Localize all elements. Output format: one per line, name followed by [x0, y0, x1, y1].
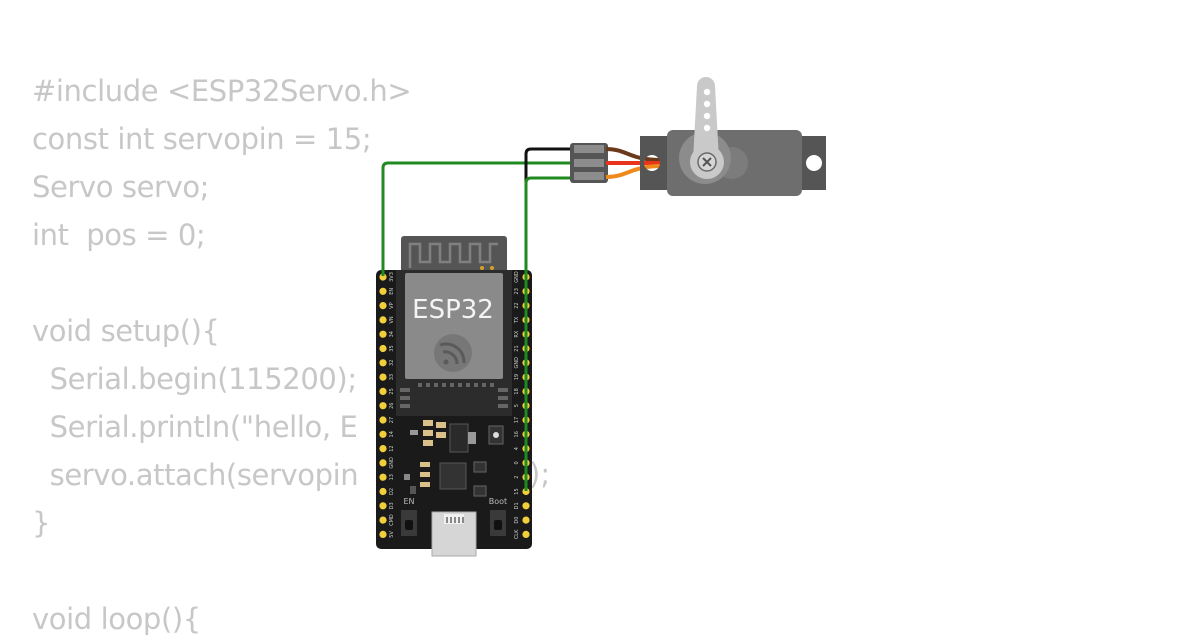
left-pin-gnd[interactable]	[379, 459, 387, 467]
right-pin-label: D0	[514, 517, 520, 524]
left-pin-label: 34	[389, 331, 395, 337]
right-pin-label: GND	[514, 357, 520, 369]
left-pin-d3[interactable]	[379, 502, 387, 510]
right-pin-label: TX	[514, 316, 520, 324]
left-pin-5v[interactable]	[379, 530, 387, 539]
left-pin-cmd[interactable]	[379, 516, 387, 524]
servo-wire-orange	[605, 164, 663, 179]
micro-usb-port[interactable]	[431, 511, 477, 557]
en-button[interactable]	[401, 510, 417, 536]
antenna-trace	[408, 242, 498, 268]
right-pin-label: 18	[514, 388, 520, 394]
left-pin-label: EN	[389, 288, 395, 295]
code-line: servo.attach(servopin	[32, 458, 359, 492]
left-pin-33[interactable]	[379, 373, 387, 381]
left-pin-label: 14	[389, 431, 395, 437]
left-pin-26[interactable]	[379, 402, 387, 410]
right-pin-label: 21	[514, 345, 520, 351]
right-pin-label: D1	[514, 502, 520, 509]
en-label: EN	[403, 497, 414, 506]
code-line: const int servopin = 15;	[32, 122, 372, 156]
right-pin-15[interactable]	[522, 487, 530, 496]
code-line: void setup(){	[32, 314, 220, 348]
right-pin-label: 0	[514, 461, 520, 464]
wire-d15-to-servo-signal	[524, 176, 574, 491]
code-line: Serial.begin(115200);	[32, 362, 357, 396]
right-pin-label: 17	[514, 417, 520, 423]
right-pin-label: 22	[514, 302, 520, 308]
right-pin-label: 23	[514, 288, 520, 294]
left-pin-label: 32	[389, 360, 395, 366]
left-pin-label: 12	[389, 445, 395, 451]
left-pin-d2[interactable]	[379, 487, 387, 496]
left-pin-label: 13	[389, 474, 395, 480]
smd-components	[404, 420, 504, 497]
right-pin-label: 19	[514, 374, 520, 380]
left-pin-label: 33	[389, 374, 395, 380]
board-name: ESP32	[412, 295, 494, 325]
code-line: #include <ESP32Servo.h>	[32, 74, 412, 108]
esp32-board[interactable]: ESP32	[376, 236, 532, 557]
right-pin-label: GND	[514, 271, 520, 283]
left-pin-vn[interactable]	[379, 316, 387, 324]
module-shield	[405, 273, 503, 379]
right-pin-label: CLK	[514, 529, 520, 539]
code-line: }	[32, 506, 51, 540]
right-pin-label: 4	[514, 447, 520, 450]
left-pin-3v3[interactable]	[379, 273, 387, 281]
code-fragment: );	[529, 457, 550, 491]
servo-wire-brown	[605, 147, 663, 162]
left-pin-35[interactable]	[379, 344, 387, 353]
left-pin-vp[interactable]	[379, 302, 387, 310]
right-pin-label: 5	[514, 404, 520, 407]
left-pin-32[interactable]	[379, 359, 387, 367]
right-pin-clk[interactable]	[522, 530, 530, 539]
left-pin-label: 25	[389, 388, 395, 394]
espressif-logo-icon	[434, 334, 472, 372]
left-pin-25[interactable]	[379, 387, 387, 395]
left-pin-en[interactable]	[379, 287, 387, 295]
servo-motor[interactable]	[570, 77, 826, 196]
left-pin-label: 5V	[389, 531, 395, 538]
horn-screw-icon	[697, 152, 717, 172]
left-pin-27[interactable]	[379, 416, 387, 424]
wire-gnd-to-servo-gnd	[524, 147, 574, 276]
left-pin-label: 26	[389, 403, 395, 409]
boot-label: Boot	[489, 497, 507, 506]
left-pin-label: 35	[389, 345, 395, 351]
right-pin-label: 2	[514, 476, 520, 479]
left-pin-label: VP	[389, 302, 395, 308]
code-line: Serial.println("hello, E	[32, 410, 358, 444]
module-castellations	[400, 383, 508, 408]
right-pin-label: 16	[514, 431, 520, 437]
left-pin-label: CMD	[389, 514, 395, 526]
wiring	[381, 147, 574, 491]
right-pin-label: 15	[514, 488, 520, 494]
wire-3v3-to-servo-vcc	[381, 161, 574, 276]
code-line: Servo servo;	[32, 170, 210, 204]
left-pin-label: 27	[389, 417, 395, 423]
boot-button[interactable]	[490, 510, 506, 536]
right-pin-d0[interactable]	[522, 516, 530, 524]
left-pin-label: VN	[389, 316, 395, 323]
left-pin-12[interactable]	[379, 445, 387, 453]
left-pin-label: 3V3	[389, 272, 395, 282]
left-pin-34[interactable]	[379, 330, 387, 338]
circuit-diagram: ); ESP32	[376, 77, 826, 557]
right-pin-d1[interactable]	[522, 502, 530, 510]
left-pin-label: D2	[389, 488, 395, 495]
left-pin-label: D3	[389, 502, 395, 509]
left-pin-13[interactable]	[379, 473, 387, 481]
code-line: int pos = 0;	[32, 218, 206, 252]
right-pin-label: RX	[514, 330, 520, 337]
left-pin-label: GND	[389, 457, 395, 469]
usb-uart-chip	[439, 462, 467, 490]
left-pin-14[interactable]	[379, 430, 387, 438]
